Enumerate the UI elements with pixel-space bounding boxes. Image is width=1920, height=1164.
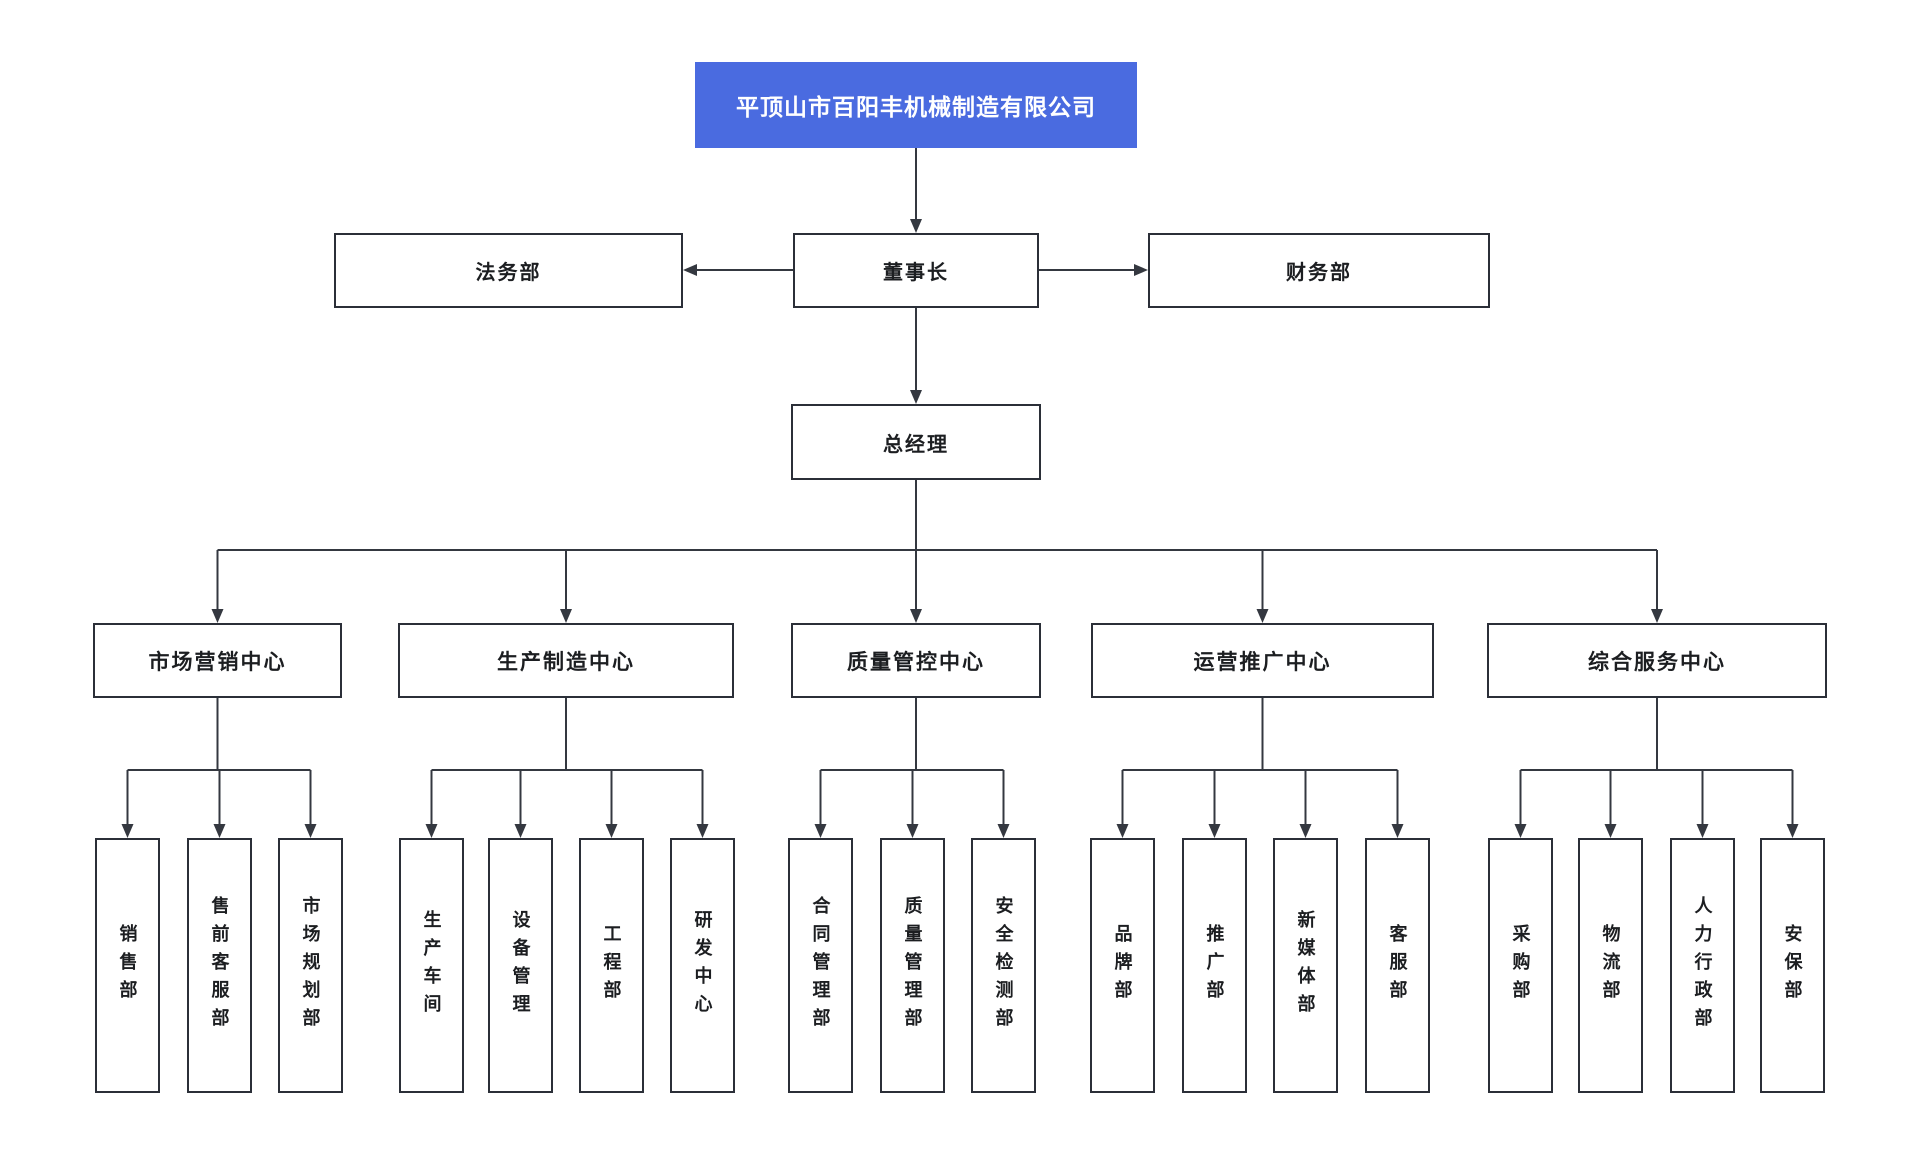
connector-chairman-to-legal — [683, 264, 793, 276]
node-center-marketing: 市场营销中心 — [93, 623, 342, 698]
node-label: 售前客服部 — [209, 895, 230, 1036]
node-general-manager: 总经理 — [791, 404, 1041, 480]
node-label: 客服部 — [1387, 923, 1408, 1008]
connector-quality-depts — [814, 698, 1010, 838]
node-label: 研发中心 — [692, 909, 713, 1022]
node-label: 新媒体部 — [1295, 909, 1316, 1022]
node-label: 安全检测部 — [993, 895, 1014, 1036]
connector-chairman-to-gm — [910, 308, 922, 404]
node-label: 合同管理部 — [810, 895, 831, 1036]
node-label: 工程部 — [601, 923, 622, 1008]
node-dept-equipment-management: 设备管理 — [488, 838, 553, 1093]
node-label: 质量管理部 — [902, 895, 923, 1036]
connector-root-to-chairman — [910, 148, 922, 233]
node-dept-hr-admin: 人力行政部 — [1670, 838, 1735, 1093]
connector-services-depts — [1514, 698, 1799, 838]
node-dept-procurement: 采购部 — [1488, 838, 1553, 1093]
node-label: 安保部 — [1782, 923, 1803, 1008]
node-dept-quality-management: 质量管理部 — [880, 838, 945, 1093]
node-dept-brand: 品牌部 — [1090, 838, 1155, 1093]
node-dept-contract-management: 合同管理部 — [788, 838, 853, 1093]
node-chairman: 董事长 — [793, 233, 1039, 308]
node-label: 财务部 — [1286, 262, 1352, 284]
node-center-services: 综合服务中心 — [1487, 623, 1827, 698]
connector-chairman-to-finance — [1039, 264, 1148, 276]
node-dept-engineering: 工程部 — [579, 838, 644, 1093]
node-dept-rd-center: 研发中心 — [670, 838, 735, 1093]
node-label: 物流部 — [1600, 923, 1621, 1008]
node-dept-finance: 财务部 — [1148, 233, 1490, 308]
node-center-quality: 质量管控中心 — [791, 623, 1041, 698]
node-label: 总经理 — [883, 433, 949, 456]
node-dept-new-media: 新媒体部 — [1273, 838, 1338, 1093]
node-label: 运营推广中心 — [1193, 650, 1332, 674]
node-label: 人力行政部 — [1692, 895, 1713, 1036]
node-label: 设备管理 — [510, 909, 531, 1022]
node-label: 生产车间 — [421, 909, 442, 1022]
node-company-root: 平顶山市百阳丰机械制造有限公司 — [695, 62, 1137, 148]
connector-marketing-depts — [121, 698, 317, 838]
node-dept-logistics: 物流部 — [1578, 838, 1643, 1093]
node-label: 质量管控中心 — [847, 650, 985, 674]
node-label: 董事长 — [883, 262, 949, 284]
connector-production-depts — [425, 698, 709, 838]
connector-operations-depts — [1116, 698, 1404, 838]
node-dept-security: 安保部 — [1760, 838, 1825, 1093]
node-label: 生产制造中心 — [497, 650, 635, 674]
node-label: 品牌部 — [1112, 923, 1133, 1008]
node-label: 销售部 — [117, 923, 138, 1008]
node-dept-market-planning: 市场规划部 — [278, 838, 343, 1093]
node-center-operations: 运营推广中心 — [1091, 623, 1434, 698]
node-label: 法务部 — [475, 262, 542, 284]
node-center-production: 生产制造中心 — [398, 623, 734, 698]
node-label: 市场营销中心 — [148, 650, 287, 674]
node-label: 市场规划部 — [300, 895, 321, 1036]
company-name-label: 平顶山市百阳丰机械制造有限公司 — [736, 94, 1096, 120]
node-label: 综合服务中心 — [1588, 650, 1726, 674]
node-dept-promotion: 推广部 — [1182, 838, 1247, 1093]
node-dept-legal: 法务部 — [334, 233, 683, 308]
node-dept-production-workshop: 生产车间 — [399, 838, 464, 1093]
connector-gm-to-centers — [211, 480, 1663, 623]
node-label: 采购部 — [1510, 923, 1531, 1008]
node-dept-customer-service: 客服部 — [1365, 838, 1430, 1093]
node-dept-safety-inspection: 安全检测部 — [971, 838, 1036, 1093]
node-dept-presales-service: 售前客服部 — [187, 838, 252, 1093]
node-dept-sales: 销售部 — [95, 838, 160, 1093]
node-label: 推广部 — [1204, 923, 1225, 1008]
